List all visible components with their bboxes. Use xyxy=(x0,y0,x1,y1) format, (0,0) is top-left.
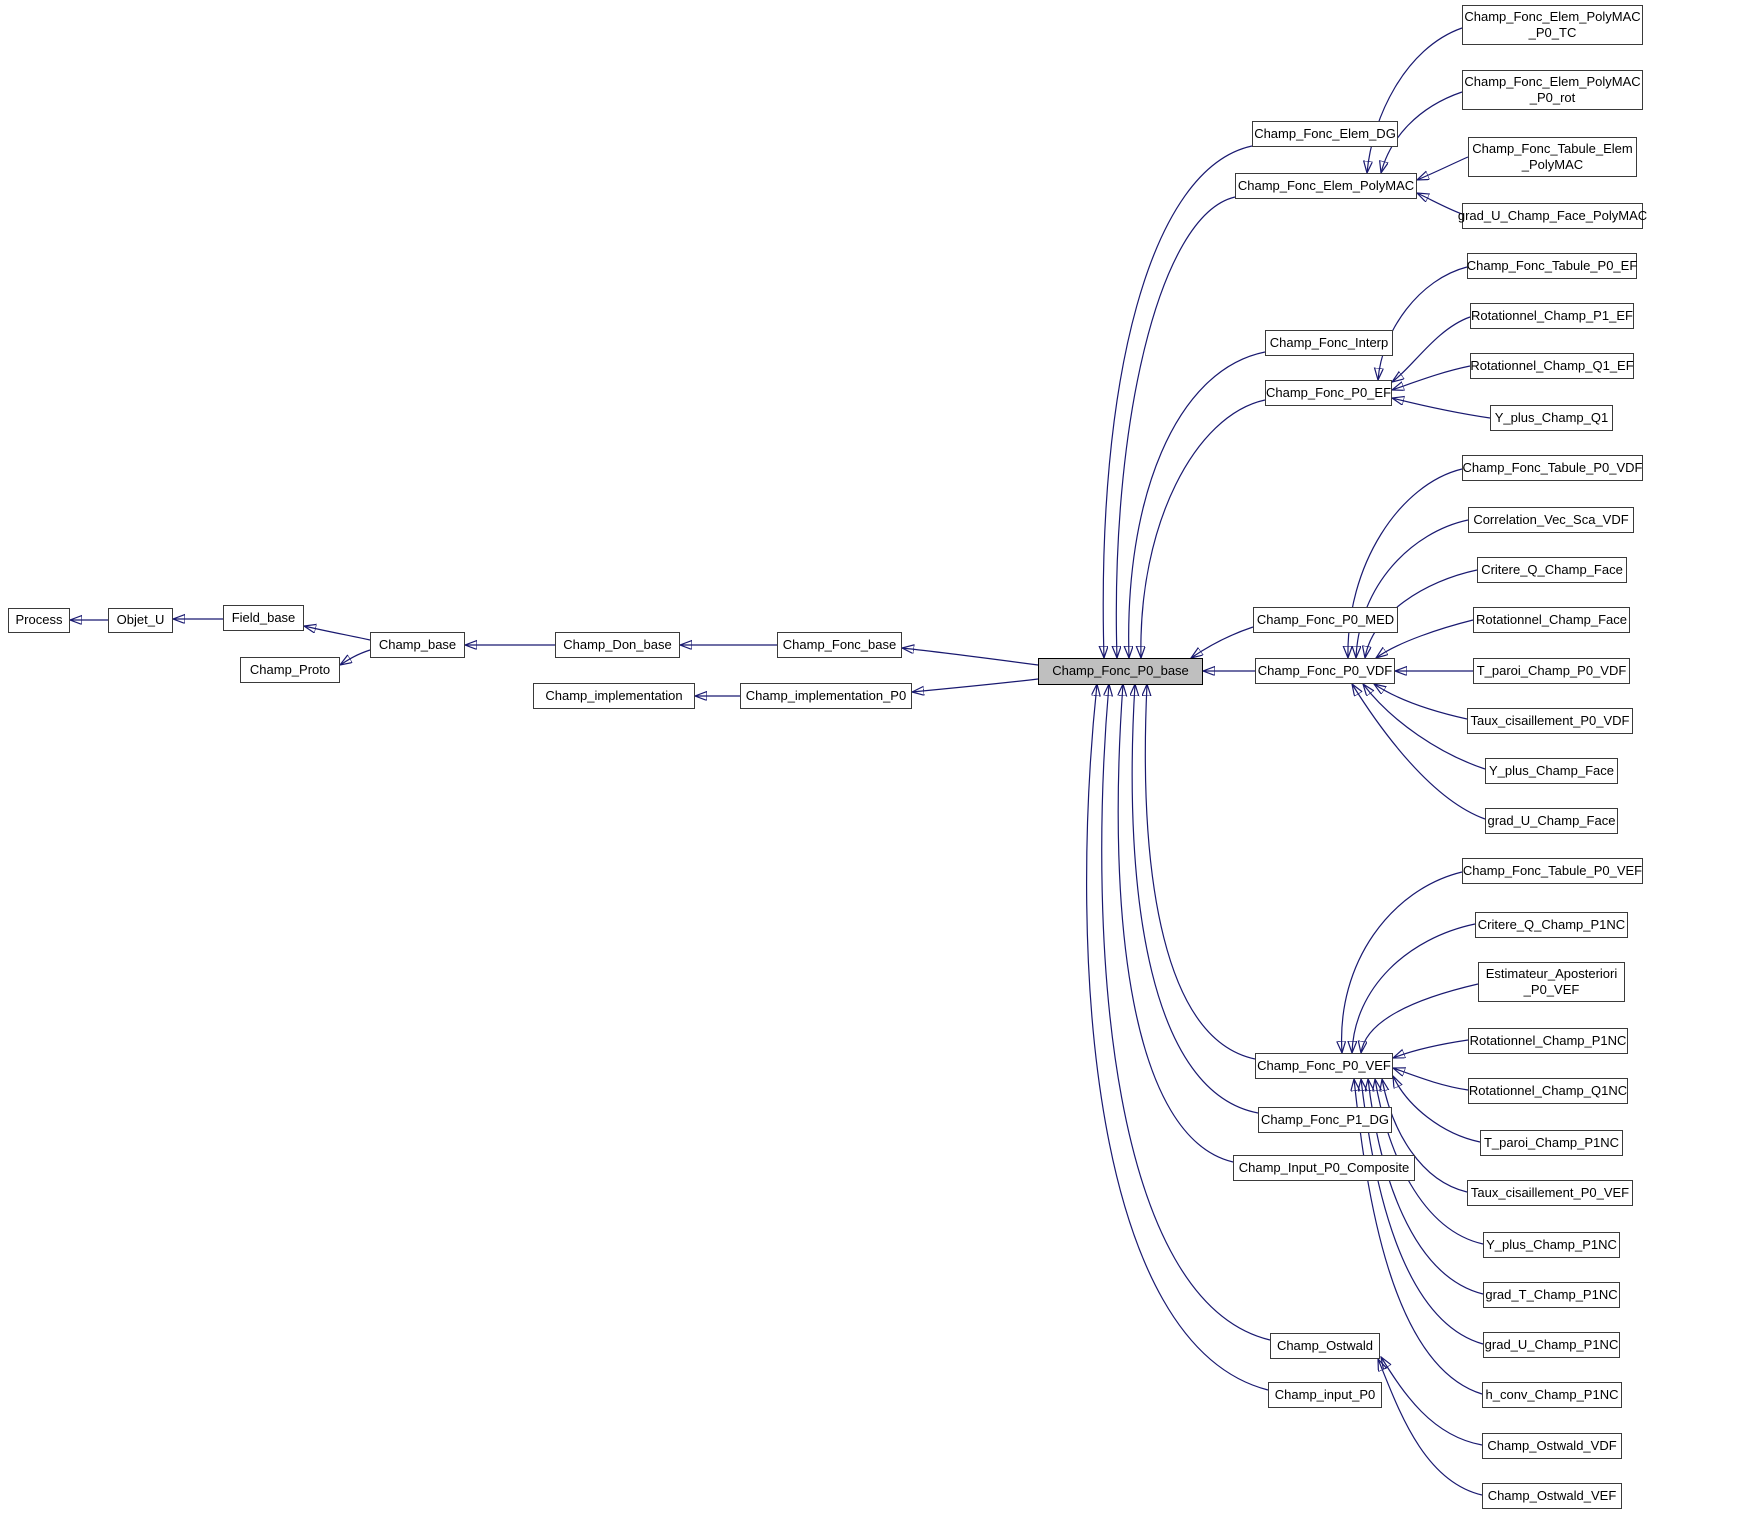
edge-inputcomposite-p0base xyxy=(1117,684,1234,1163)
edge-estimateur-p0vef xyxy=(1361,983,1479,1053)
edge-ostwald-p0base xyxy=(1101,684,1271,1341)
node-champ-fonc-elem-polymac-p0-tc[interactable]: Champ_Fonc_Elem_PolyMAC _P0_TC xyxy=(1462,5,1643,45)
node-y-plus-champ-face[interactable]: Y_plus_Champ_Face xyxy=(1485,758,1618,784)
edge-inputp0-p0base xyxy=(1086,684,1269,1391)
edge-rotface-p0vdf xyxy=(1376,619,1474,658)
node-critere-q-champ-p1nc[interactable]: Critere_Q_Champ_P1NC xyxy=(1475,912,1628,938)
node-rotationnel-champ-face[interactable]: Rotationnel_Champ_Face xyxy=(1473,607,1630,633)
edge-ostwaldvef-ostwald xyxy=(1378,1359,1483,1496)
edge-interp-p0base xyxy=(1129,351,1266,658)
edge-p1dg-p0base xyxy=(1132,684,1259,1114)
node-champ-fonc-elem-polymac[interactable]: Champ_Fonc_Elem_PolyMAC xyxy=(1235,173,1417,199)
node-champ-fonc-elem-dg[interactable]: Champ_Fonc_Elem_DG xyxy=(1252,121,1398,147)
node-rotationnel-champ-q1nc[interactable]: Rotationnel_Champ_Q1NC xyxy=(1468,1078,1628,1104)
edge-ostwaldvdf-ostwald xyxy=(1381,1357,1483,1446)
node-champ-fonc-elem-polymac-p0-rot[interactable]: Champ_Fonc_Elem_PolyMAC _P0_rot xyxy=(1462,70,1643,110)
node-champ-fonc-tabule-elem-polymac[interactable]: Champ_Fonc_Tabule_Elem _PolyMAC xyxy=(1468,137,1637,177)
edge-tauxvdf-p0vdf xyxy=(1374,684,1468,720)
node-taux-cisaillement-p0-vdf[interactable]: Taux_cisaillement_P0_VDF xyxy=(1467,708,1633,734)
node-field-base[interactable]: Field_base xyxy=(223,605,304,631)
node-h-conv-champ-p1nc[interactable]: h_conv_Champ_P1NC xyxy=(1482,1382,1622,1408)
edge-criterep1nc-p0vef xyxy=(1352,923,1476,1053)
node-grad-u-champ-p1nc[interactable]: grad_U_Champ_P1NC xyxy=(1483,1332,1620,1358)
edge-champbase-fieldbase xyxy=(304,626,371,641)
edge-p0base-foncbase xyxy=(902,648,1039,666)
node-taux-cisaillement-p0-vef[interactable]: Taux_cisaillement_P0_VEF xyxy=(1467,1180,1633,1206)
edge-p0base-implp0 xyxy=(912,678,1039,692)
node-champ-ostwald[interactable]: Champ_Ostwald xyxy=(1270,1333,1380,1359)
node-critere-q-champ-face[interactable]: Critere_Q_Champ_Face xyxy=(1477,557,1627,583)
node-grad-u-champ-face-polymac[interactable]: grad_U_Champ_Face_PolyMAC xyxy=(1458,203,1647,229)
node-champ-input-p0[interactable]: Champ_input_P0 xyxy=(1268,1382,1382,1408)
edge-graduface-p0vdf xyxy=(1352,684,1486,820)
node-correlation-vec-sca-vdf[interactable]: Correlation_Vec_Sca_VDF xyxy=(1468,507,1634,533)
node-rotationnel-champ-p1-ef[interactable]: Rotationnel_Champ_P1_EF xyxy=(1470,303,1634,329)
node-champ-ostwald-vdf[interactable]: Champ_Ostwald_VDF xyxy=(1482,1433,1622,1459)
edge-tauxvef-p0vef xyxy=(1382,1079,1468,1193)
node-champ-base[interactable]: Champ_base xyxy=(370,632,465,658)
node-champ-ostwald-vef[interactable]: Champ_Ostwald_VEF xyxy=(1482,1483,1622,1509)
node-rotationnel-champ-p1nc[interactable]: Rotationnel_Champ_P1NC xyxy=(1468,1028,1628,1054)
node-t-paroi-champ-p0-vdf[interactable]: T_paroi_Champ_P0_VDF xyxy=(1473,658,1630,684)
edge-elemdg-p0base xyxy=(1103,145,1253,658)
node-champ-implementation[interactable]: Champ_implementation xyxy=(533,683,695,709)
node-objet-u[interactable]: Objet_U xyxy=(108,608,173,633)
node-grad-u-champ-face[interactable]: grad_U_Champ_Face xyxy=(1485,808,1618,834)
node-champ-input-p0-composite[interactable]: Champ_Input_P0_Composite xyxy=(1233,1155,1415,1181)
edge-tc-elempolymac xyxy=(1367,27,1463,173)
node-t-paroi-champ-p1nc[interactable]: T_paroi_Champ_P1NC xyxy=(1480,1130,1623,1156)
node-champ-fonc-tabule-p0-vef[interactable]: Champ_Fonc_Tabule_P0_VEF xyxy=(1462,858,1643,884)
node-y-plus-champ-q1[interactable]: Y_plus_Champ_Q1 xyxy=(1490,405,1613,431)
node-champ-implementation-p0[interactable]: Champ_implementation_P0 xyxy=(740,683,912,709)
edge-yplusface-p0vdf xyxy=(1363,684,1486,770)
node-champ-fonc-interp[interactable]: Champ_Fonc_Interp xyxy=(1265,330,1393,356)
edge-champbase-champproto xyxy=(340,649,371,665)
edge-rotq1nc-p0vef xyxy=(1393,1068,1469,1091)
edge-graduface-polymac xyxy=(1417,193,1463,215)
edge-yplusq1-p0ef xyxy=(1392,398,1491,419)
node-rotationnel-champ-q1-ef[interactable]: Rotationnel_Champ_Q1_EF xyxy=(1470,353,1634,379)
edge-tabuleelem-elempolymac xyxy=(1417,156,1469,180)
node-process[interactable]: Process xyxy=(8,608,70,633)
edge-correlation-p0vdf xyxy=(1356,519,1469,658)
node-champ-fonc-tabule-p0-ef[interactable]: Champ_Fonc_Tabule_P0_EF xyxy=(1467,253,1637,279)
edge-p0ef-p0base xyxy=(1141,399,1266,658)
node-champ-proto[interactable]: Champ_Proto xyxy=(240,657,340,683)
node-champ-don-base[interactable]: Champ_Don_base xyxy=(555,632,680,658)
edge-elempolymac-p0base xyxy=(1116,196,1236,658)
edge-yplusp1nc-p0vef xyxy=(1375,1079,1484,1245)
edge-rotp1nc-p0vef xyxy=(1393,1039,1469,1058)
node-champ-fonc-p0-ef[interactable]: Champ_Fonc_P0_EF xyxy=(1265,380,1392,406)
edge-rotq1ef-p0ef xyxy=(1392,365,1471,390)
edge-rot-elempolymac xyxy=(1381,91,1463,173)
node-champ-fonc-base[interactable]: Champ_Fonc_base xyxy=(777,632,902,658)
node-y-plus-champ-p1nc[interactable]: Y_plus_Champ_P1NC xyxy=(1483,1232,1620,1258)
edge-tabulep0ef-p0ef xyxy=(1378,266,1468,380)
node-grad-t-champ-p1nc[interactable]: grad_T_Champ_P1NC xyxy=(1483,1282,1620,1308)
node-champ-fonc-tabule-p0-vdf[interactable]: Champ_Fonc_Tabule_P0_VDF xyxy=(1462,455,1643,481)
edge-rotp1ef-p0ef xyxy=(1392,316,1471,382)
edge-p0med-p0base xyxy=(1191,626,1254,658)
node-champ-fonc-p0-base[interactable]: Champ_Fonc_P0_base xyxy=(1038,658,1203,685)
node-champ-fonc-p0-vef[interactable]: Champ_Fonc_P0_VEF xyxy=(1255,1053,1393,1079)
edge-critereface-p0vdf xyxy=(1365,569,1478,658)
edge-tabulep0vef-p0vef xyxy=(1342,871,1463,1053)
node-estimateur-aposteriori-p0-vef[interactable]: Estimateur_Aposteriori _P0_VEF xyxy=(1478,962,1625,1002)
node-champ-fonc-p1-dg[interactable]: Champ_Fonc_P1_DG xyxy=(1258,1107,1392,1133)
edge-tparoip1nc-p0vef xyxy=(1393,1076,1481,1143)
node-champ-fonc-p0-med[interactable]: Champ_Fonc_P0_MED xyxy=(1253,607,1398,633)
node-champ-fonc-p0-vdf[interactable]: Champ_Fonc_P0_VDF xyxy=(1255,658,1395,684)
edge-p0vef-p0base xyxy=(1145,684,1256,1060)
